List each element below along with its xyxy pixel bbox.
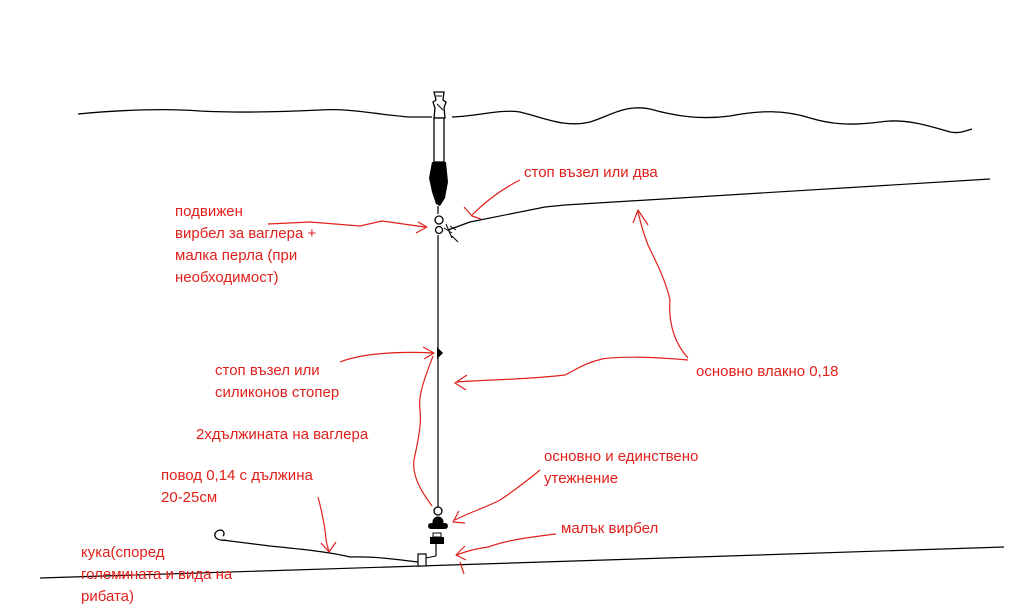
label-swivel-line-1: подвижен — [175, 203, 243, 220]
label-weight-line-1: основно и единствено — [544, 448, 699, 465]
label-length: 2хдължината на ваглера — [196, 424, 368, 446]
label-main-line: основно влакно 0,18 — [696, 361, 839, 383]
label-leader-line-1: повод 0,14 с дължина — [161, 467, 313, 484]
hook — [214, 529, 227, 541]
label-small-swivel: малък вирбел — [561, 518, 658, 540]
label-leader: повод 0,14 с дължина 20-25см — [161, 465, 313, 509]
label-swivel-line-3: малка перла (при — [175, 247, 298, 264]
arrow-main-line-left — [454, 356, 689, 391]
label-leader-line-2: 20-25см — [161, 489, 218, 506]
arrow-main-line-up — [632, 209, 689, 359]
arrow-swivel — [267, 220, 428, 234]
label-hook-line-1: кука(според — [81, 544, 165, 561]
leader-line — [221, 539, 419, 563]
arrow-bottom-tick — [459, 561, 465, 575]
label-hook-line-2: големината и вида на — [81, 566, 233, 583]
label-hook-line-3: рибата) — [81, 588, 135, 605]
weight-and-small-swivel — [417, 506, 448, 567]
label-swivel: подвижен вирбел за ваглера + малка перла… — [175, 201, 316, 289]
label-stop-knot-middle-line-2: силиконов стопер — [215, 384, 340, 401]
arrow-small-swivel — [455, 533, 557, 561]
main-line — [447, 178, 991, 231]
label-stop-knot-middle-line-1: стоп възел или — [215, 362, 320, 379]
label-swivel-line-4: необходимост) — [175, 269, 279, 286]
float-swivel — [434, 215, 459, 243]
label-swivel-line-2: вирбел за ваглера + — [175, 225, 317, 242]
label-length-text: 2хдължината на ваглера — [196, 426, 369, 443]
water-surface — [77, 107, 973, 134]
label-weight-line-2: утежнение — [544, 470, 619, 487]
arrow-leader — [317, 496, 337, 553]
stop-knot-middle — [437, 347, 443, 359]
arrow-stop-knot-middle — [339, 346, 435, 363]
arrow-stop-knot-top — [463, 179, 521, 220]
waggler-float — [429, 91, 448, 214]
label-stop-knot-top: стоп възел или два — [524, 162, 658, 184]
label-stop-knot-middle: стоп възел или силиконов стопер — [215, 360, 339, 404]
label-stop-knot-top-text: стоп възел или два — [524, 164, 658, 181]
arrow-weight — [452, 469, 541, 524]
label-main-line-text: основно влакно 0,18 — [696, 363, 839, 380]
label-weight: основно и единствено утежнение — [544, 446, 698, 490]
label-small-swivel-text: малък вирбел — [561, 520, 659, 537]
brace-length — [413, 355, 434, 507]
label-hook: кука(според големината и вида на рибата) — [81, 542, 232, 608]
